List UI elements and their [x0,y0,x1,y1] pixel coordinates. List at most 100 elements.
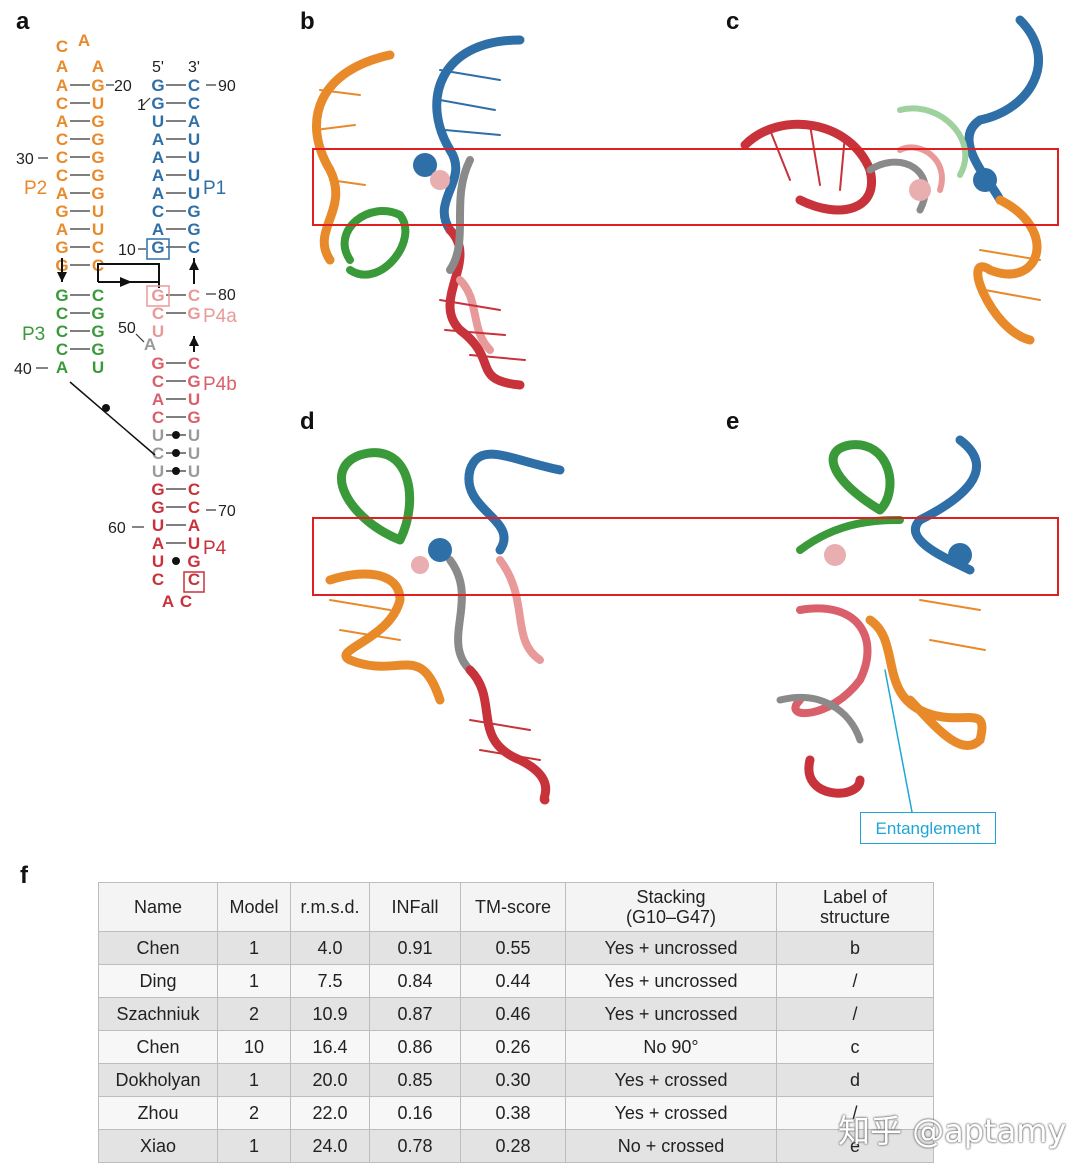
nucleotide-p4a: G [151,286,164,305]
nucleotide-p2-loop: A [78,31,90,50]
table-cell-rmsd: 22.0 [290,1096,370,1130]
nucleotide-p4a: C [152,304,164,323]
nucleotide-p2: G [91,112,104,131]
nucleotide-p3: U [92,358,104,377]
header-rmsd: r.m.s.d. [290,882,370,932]
nucleotide-p1: A [152,166,164,185]
nucleotide-p3: G [91,322,104,341]
nucleotide-p4b: C [188,354,200,373]
nucleotide-grey: U [188,426,200,445]
table-cell-name: Ding [98,964,218,998]
nucleotide-p3: G [91,304,104,323]
nucleotide-j: A [144,335,156,354]
table-cell-name: Chen [98,1030,218,1064]
table-cell-infall: 0.16 [369,1096,461,1130]
table-cell-model: 2 [217,1096,291,1130]
table-cell-stacking: No 90° [565,1030,777,1064]
nucleotide-p2: G [91,166,104,185]
nucleotide-p1: G [151,76,164,95]
five-prime-label: 5' [152,59,164,76]
header-infall: INFall [369,882,461,932]
position-70: 70 [218,503,236,520]
pseudoknot-link [69,381,156,456]
table-cell-model: 2 [217,997,291,1031]
nucleotide-p4: U [188,534,200,553]
table-cell-label: / [776,997,934,1031]
nucleotide-p2: G [91,184,104,203]
nucleotide-p4: C [152,570,164,589]
position-40: 40 [14,361,32,378]
nucleotide-p1: G [187,220,200,239]
nucleotide-p3: C [56,340,68,359]
helix-label-p4a: P4a [203,306,237,327]
panel-label-d: d [300,408,315,435]
nucleotide-grey: U [152,462,164,481]
nucleotide-p4: U [152,552,164,571]
nucleotide-p1: U [188,184,200,203]
nucleotide-grey: U [152,426,164,445]
nucleotide-p1: C [188,94,200,113]
link-dot [102,404,110,412]
nucleotide-p4: C [188,480,200,499]
nucleotide-grey: U [188,462,200,481]
nucleotide-p4: A [152,534,164,553]
table-cell-infall: 0.87 [369,997,461,1031]
nucleotide-p1: A [152,220,164,239]
nucleotide-p1: U [188,148,200,167]
table-cell-stacking: No + crossed [565,1129,777,1163]
nucleotide-p2: G [91,76,104,95]
nucleotide-p3: C [92,286,104,305]
nucleotide-p1: A [152,148,164,167]
stacking-highlight-top [312,148,1059,226]
table-cell-infall: 0.84 [369,964,461,998]
nucleotide-p2: G [55,202,68,221]
table-cell-tm: 0.28 [460,1129,566,1163]
header-tm-score: TM-score [460,882,566,932]
nucleotide-p4a: U [152,322,164,341]
position-50: 50 [118,320,136,337]
table-cell-rmsd: 20.0 [290,1063,370,1097]
results-table: Name Model r.m.s.d. INFall TM-score Stac… [98,882,934,1163]
arrowhead-icon [189,336,199,346]
position-80: 80 [218,287,236,304]
helix-label-p2: P2 [24,178,47,199]
nucleotide-p4: U [152,516,164,535]
nucleotide-p4-loop: A [162,592,174,611]
nucleotide-p2: U [92,94,104,113]
table-cell-tm: 0.26 [460,1030,566,1064]
nucleotide-p2: C [56,166,68,185]
nucleotide-p3: A [56,358,68,377]
table-cell-rmsd: 16.4 [290,1030,370,1064]
nucleotide-p1: U [188,130,200,149]
entanglement-callout: Entanglement [860,812,996,844]
nucleotide-p2: G [91,130,104,149]
nucleotide-p1: G [151,238,164,257]
nucleotide-p1: A [152,184,164,203]
position-20: 20 [114,78,132,95]
table-cell-stacking: Yes + uncrossed [565,931,777,965]
nucleotide-p4: G [151,480,164,499]
table-cell-label: d [776,1063,934,1097]
arrowhead-icon [120,277,132,287]
nucleotide-p4b: G [151,354,164,373]
nucleotide-p1: G [151,94,164,113]
header-model: Model [217,882,291,932]
nucleotide-p1: A [152,130,164,149]
nucleotide-p2: A [56,76,68,95]
g10-highlight-box [146,238,170,260]
table-header-row: Name Model r.m.s.d. INFall TM-score Stac… [98,882,934,932]
table-cell-tm: 0.38 [460,1096,566,1130]
nucleotide-p4b: A [152,390,164,409]
table-cell-label: c [776,1030,934,1064]
table-cell-infall: 0.78 [369,1129,461,1163]
header-name: Name [98,882,218,932]
table-cell-tm: 0.44 [460,964,566,998]
nucleotide-p4: G [151,498,164,517]
position-1: 1 [137,97,146,114]
